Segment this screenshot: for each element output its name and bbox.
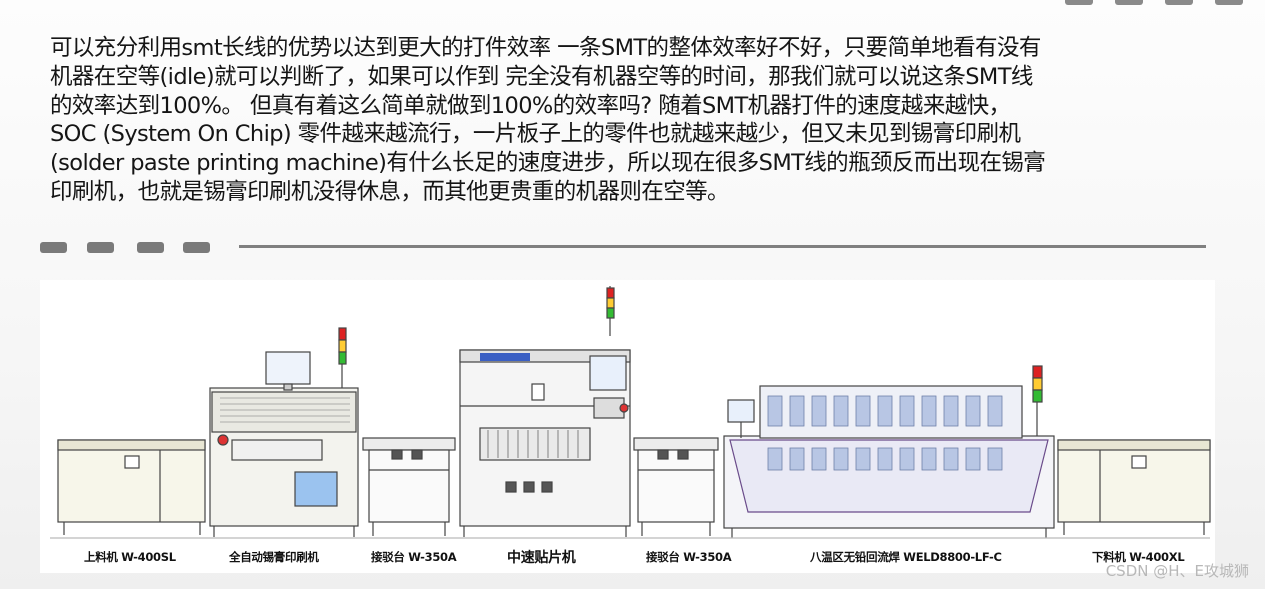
paragraph-line: 印刷机，也就是锡膏印刷机没得休息，而其他更贵重的机器则在空等。 (50, 178, 730, 205)
caption-placement: 中速贴片机 (507, 550, 576, 566)
divider-dash (183, 242, 210, 253)
divider-dash (87, 242, 114, 253)
caption-printer: 全自动锡膏印刷机 (229, 550, 319, 564)
conveyor-2 (633, 437, 719, 536)
divider-dash (40, 242, 67, 253)
top-decoration (1065, 0, 1243, 5)
divider-dash (137, 242, 164, 253)
smt-line-illustration (50, 286, 1211, 539)
paragraph-line: 的效率达到100%。 但真有着这么简单就做到100%的效率吗? 随着SMT机器打… (50, 92, 1011, 119)
loader-machine (57, 439, 206, 535)
caption-loader: 上料机 W-400SL (84, 550, 176, 564)
paragraph-line: 机器在空等(idle)就可以判断了，如果可以作到 完全没有机器空等的时间，那我们… (50, 63, 1033, 90)
watermark: CSDN @H、E攻城狮 (1105, 562, 1249, 580)
caption-unloader: 下料机 W-400XL (1092, 550, 1185, 564)
printer-machine (209, 327, 359, 537)
placement-machine (459, 286, 631, 537)
conveyor-1 (362, 437, 456, 536)
paragraph-line: (solder paste printing machine)有什么长足的速度进… (50, 150, 1046, 177)
reflow-oven (723, 365, 1055, 538)
section-divider (40, 240, 1206, 256)
top-dash (1215, 0, 1243, 5)
divider-line (239, 245, 1206, 248)
paragraph-line: SOC (System On Chip) 零件越来越流行，一片板子上的零件也就越… (50, 121, 1021, 148)
top-dash (1115, 0, 1143, 5)
body-paragraph: 可以充分利用smt长线的优势以达到更大的打件效率 一条SMT的整体效率好不好，只… (50, 34, 1210, 207)
caption-conveyor-1: 接驳台 W-350A (371, 550, 457, 564)
top-dash (1165, 0, 1193, 5)
smt-line-figure: 上料机 W-400SL 全自动锡膏印刷机 接驳台 W-350A 中速贴片机 接驳… (40, 280, 1215, 573)
paragraph-line: 可以充分利用smt长线的优势以达到更大的打件效率 一条SMT的整体效率好不好，只… (50, 35, 1041, 61)
unloader-machine (1057, 439, 1211, 535)
caption-reflow: 八温区无铅回流焊 WELD8800-LF-C (810, 550, 1002, 564)
top-dash (1065, 0, 1093, 5)
caption-conveyor-2: 接驳台 W-350A (646, 550, 732, 564)
